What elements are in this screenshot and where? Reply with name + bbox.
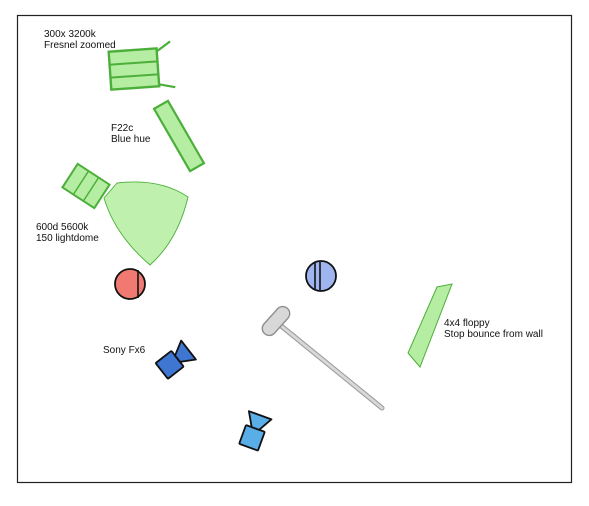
lightdome-label-line1: 600d 5600k — [36, 222, 89, 233]
lightdome-label: 600d 5600k 150 lightdome — [36, 222, 99, 244]
fresnel-label: 300x 3200k Fresnel zoomed — [44, 29, 116, 51]
lightdome-label-line2: 150 lightdome — [36, 233, 99, 244]
tube-light-icon[interactable] — [152, 99, 206, 173]
fresnel-label-line2: Fresnel zoomed — [44, 40, 116, 51]
softbox-light-icon[interactable] — [61, 162, 189, 266]
red-actor-icon[interactable] — [114, 268, 146, 300]
camera-main-icon[interactable] — [154, 339, 197, 381]
floppy-flag-icon[interactable] — [407, 283, 453, 368]
floppy-label-line1: 4x4 floppy — [444, 318, 490, 329]
camera-second-icon[interactable] — [237, 410, 273, 452]
boom-microphone-icon[interactable] — [259, 304, 385, 411]
fresnel-light-icon[interactable] — [107, 40, 176, 91]
floppy-label-line2: Stop bounce from wall — [444, 329, 543, 340]
tube-label-line2: Blue hue — [111, 134, 151, 145]
tube-label: F22c Blue hue — [111, 123, 150, 145]
fresnel-label-line1: 300x 3200k — [44, 29, 96, 40]
floppy-label: 4x4 floppy Stop bounce from wall — [444, 318, 543, 340]
camera-label: Sony Fx6 — [103, 345, 145, 356]
tube-label-line1: F22c — [111, 123, 134, 134]
set-frame — [16, 14, 573, 484]
camera-label-text: Sony Fx6 — [103, 345, 146, 356]
light-beam — [103, 181, 189, 266]
blue-actor-icon[interactable] — [305, 260, 337, 292]
